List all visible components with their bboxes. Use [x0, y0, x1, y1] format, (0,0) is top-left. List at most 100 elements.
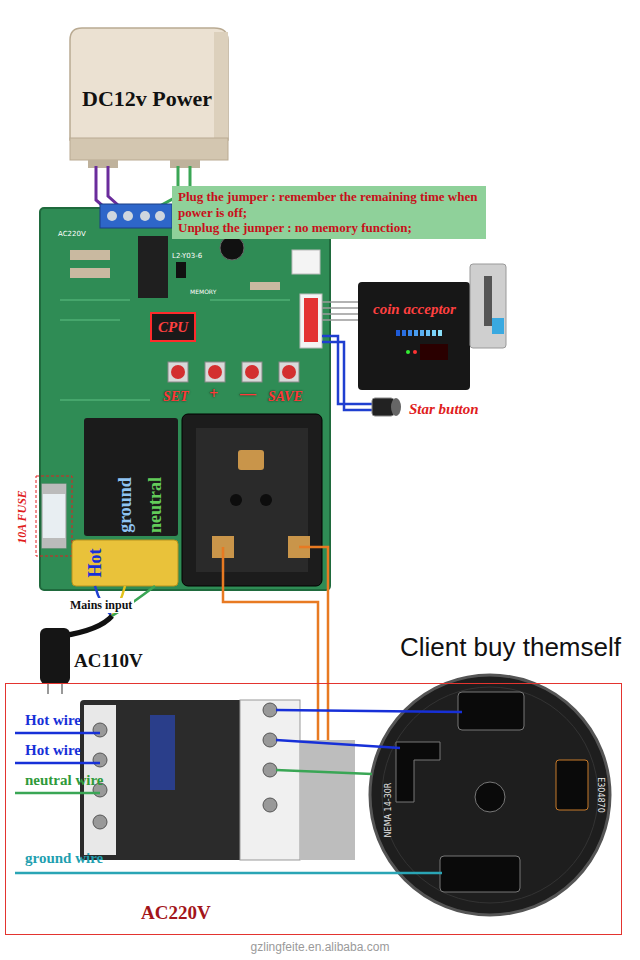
supply-wires-part — [276, 740, 400, 748]
pcb-board-part — [140, 211, 150, 221]
power-adapter-part — [88, 160, 118, 168]
socket-marking: NEMA 14-30R — [384, 783, 393, 838]
pcb-board-part — [42, 484, 66, 548]
contactor-part — [93, 815, 107, 829]
pcb-board-part — [70, 268, 110, 278]
power-adapter — [70, 28, 228, 168]
pcb-board-part — [208, 365, 222, 379]
coin-acceptor-device-part — [420, 330, 424, 336]
pcb-board-part — [182, 414, 322, 586]
coin-acceptor-device-part — [396, 330, 400, 336]
node-text: Unplug the jumper : no memory function; — [178, 220, 480, 236]
dryer-socket-part — [396, 742, 440, 802]
coin-acceptor-device — [322, 264, 506, 390]
power-adapter-part — [214, 32, 228, 140]
pcb-board-part — [70, 250, 110, 260]
coin-acceptor-label: coin acceptor — [370, 299, 461, 319]
pcb-board-part — [138, 236, 168, 298]
button-label: SAVE — [268, 389, 303, 405]
contactor-part — [263, 798, 277, 812]
power-adapter-part — [70, 138, 228, 160]
pcb-board-part — [36, 476, 72, 556]
coin-acceptor-device-part — [470, 264, 506, 348]
coin-acceptor-device-part — [432, 330, 436, 336]
wire-label: Hot — [85, 549, 106, 578]
pcb-board-part — [123, 211, 133, 221]
contactor-part — [150, 715, 175, 790]
coin-acceptor-device-part — [414, 330, 418, 336]
node-text: coin acceptor — [373, 300, 458, 318]
contactor-part — [263, 733, 277, 747]
supply-wires-part — [276, 710, 462, 712]
fuse-label: 10A FUSE — [15, 490, 30, 544]
coin-acceptor-device-part — [402, 330, 406, 336]
power-label: DC12v Power — [80, 86, 217, 112]
wire-label: Hot wire — [25, 712, 81, 729]
pcb-board-part — [155, 211, 165, 221]
supply-wires-part — [15, 762, 100, 765]
mains-cable — [40, 586, 155, 694]
pcb-board-part — [168, 362, 188, 382]
coin-acceptor-device-part — [413, 350, 417, 354]
supply-wires-part — [276, 770, 372, 774]
node-text: CPU — [157, 318, 189, 336]
supply-wires-part — [15, 872, 442, 875]
customer-supplied-region: Client buy themselfAC220V — [5, 683, 622, 935]
pcb-board-part — [300, 294, 322, 348]
node-text: Plug the jumper : remember the remaining… — [178, 189, 480, 220]
pcb-board-part — [242, 362, 262, 382]
contactor-part — [263, 703, 277, 717]
wire-label: Hot wire — [25, 742, 81, 759]
pcb-board-part — [42, 484, 66, 494]
button-label: + — [209, 385, 218, 403]
pcb-board-part — [100, 204, 172, 228]
dryer-socket-part — [556, 760, 588, 810]
contactor-part — [263, 763, 277, 777]
pcb-board-part — [282, 365, 296, 379]
contactor — [80, 700, 355, 860]
pcb-board-part — [72, 540, 178, 586]
power-adapter-part — [70, 28, 228, 140]
pcb-board-part — [107, 211, 117, 221]
pcb-board-part — [279, 362, 299, 382]
pcb-board-part — [176, 262, 186, 278]
supply-wires — [15, 710, 462, 873]
socket-marking: E304870 — [596, 777, 605, 813]
start-button-device-part — [372, 398, 394, 416]
start-button-device-part — [322, 342, 372, 410]
contactor-part — [93, 723, 107, 737]
wire-label: ground wire — [25, 850, 103, 867]
pcb-board-part — [230, 494, 242, 506]
mains-cable-part — [40, 628, 70, 684]
pcb-board-part — [238, 450, 264, 470]
pcb-board-part — [220, 236, 244, 260]
coin-acceptor-device-part — [484, 276, 492, 326]
coin-acceptor-device-part — [406, 350, 410, 354]
start-button-device-part — [322, 336, 372, 404]
power-adapter-part — [170, 160, 200, 168]
pcb-board-part — [42, 538, 66, 548]
pcb-board-part — [40, 208, 330, 590]
start-button-device-part — [391, 398, 401, 416]
silkscreen-text: AC220V — [58, 230, 86, 238]
pcb-board-part — [292, 250, 320, 274]
dryer-socket-part — [458, 692, 524, 730]
pcb-board-part — [84, 418, 178, 536]
pcb-board-part — [260, 494, 272, 506]
pcb-board-part — [304, 298, 318, 342]
dryer-socket-part — [382, 687, 598, 903]
pcb-board-part — [245, 365, 259, 379]
pcb-board-part — [171, 365, 185, 379]
supply-wires-part — [15, 732, 100, 735]
silkscreen-text: MEMORY — [190, 288, 216, 295]
contactor-part — [240, 700, 300, 860]
voltage-label: AC110V — [74, 650, 143, 672]
pcb-board-part — [205, 362, 225, 382]
wire-label: neutral — [145, 477, 166, 533]
input-label: Mains input — [68, 598, 134, 613]
contactor-part — [300, 740, 355, 860]
dryer-socket-part — [440, 856, 520, 892]
